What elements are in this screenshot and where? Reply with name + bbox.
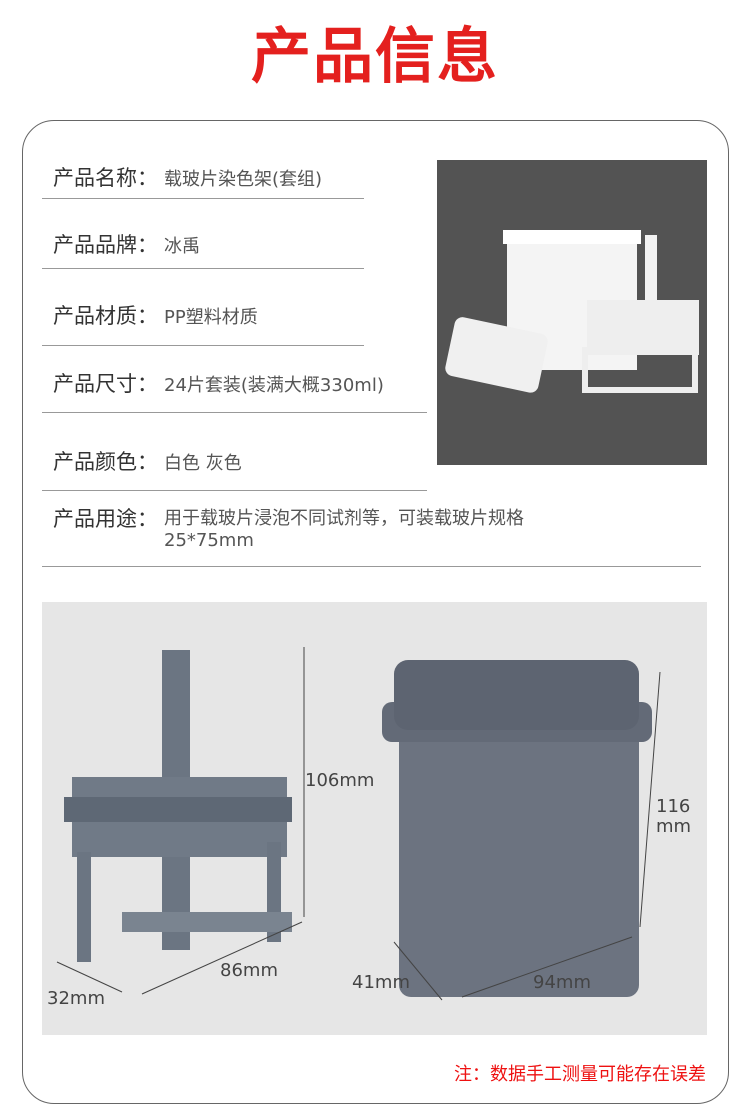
product-photo-gray-dimensions — [42, 602, 707, 1035]
divider — [42, 490, 427, 491]
rack-length-label: 86mm — [220, 960, 278, 981]
divider — [42, 268, 364, 269]
rack-height-label: 106mm — [305, 770, 375, 791]
spec-name: 产品名称：载玻片染色架(套组) — [53, 166, 323, 190]
divider — [42, 412, 427, 413]
spec-size: 产品尺寸：24片套装(装满大概330ml) — [53, 372, 384, 396]
spec-brand: 产品品牌：冰禹 — [53, 233, 200, 257]
gray-set-illustration — [56, 647, 661, 1001]
spec-color: 产品颜色：白色 灰色 — [53, 450, 242, 474]
divider — [42, 566, 701, 567]
spec-material: 产品材质：PP塑料材质 — [53, 304, 258, 328]
white-set-illustration — [445, 230, 699, 393]
measurement-note: 注：数据手工测量可能存在误差 — [454, 1064, 706, 1085]
product-photo-white — [437, 160, 707, 465]
info-card — [22, 120, 729, 1104]
box-depth-label: 41mm — [352, 972, 410, 993]
divider — [42, 345, 364, 346]
box-length-label: 94mm — [533, 972, 591, 993]
rack-width-label: 32mm — [47, 988, 105, 1009]
page-title: 产品信息 — [251, 22, 499, 92]
divider — [42, 198, 364, 199]
